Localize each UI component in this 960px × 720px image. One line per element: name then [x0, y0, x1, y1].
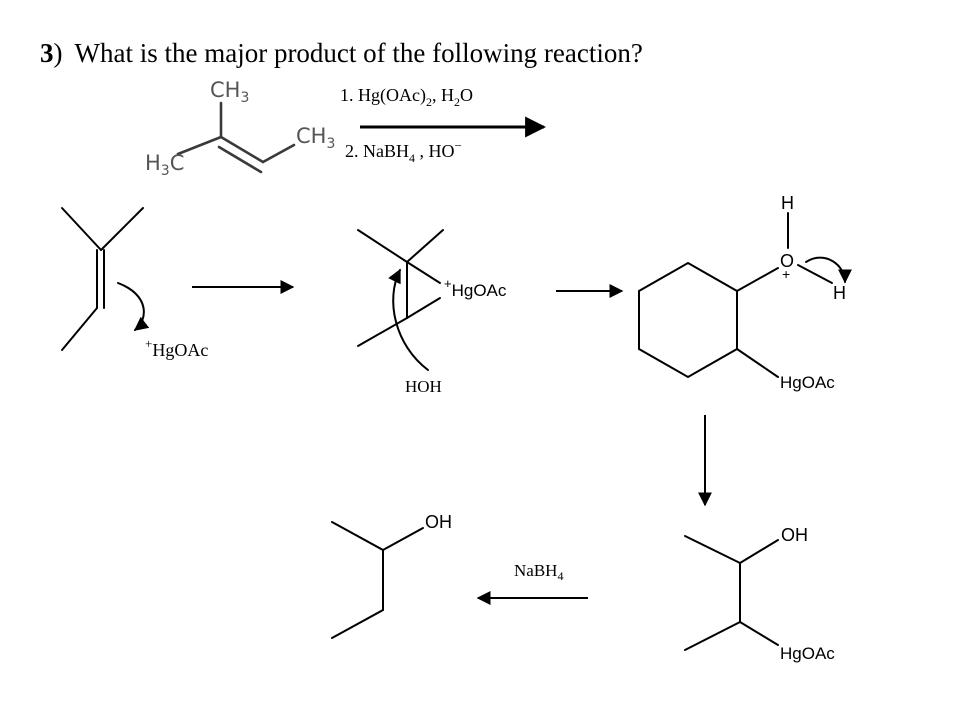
mercury-electrophile: +HgOAc — [145, 336, 208, 360]
organomercury-oh: OH — [781, 525, 808, 545]
oxonium-h-right: H — [833, 283, 846, 303]
ch3-top-label: CH3 — [210, 78, 249, 106]
water-nucleophile: HOH — [405, 377, 442, 396]
ch3-right-label: CH3 — [296, 124, 335, 152]
reactant-alkene: CH3 CH3 H3C — [145, 78, 335, 179]
mercurinium-ion: +HgOAc HOH — [357, 229, 507, 396]
reagent-step-2: 2. NaBH4 , HO− — [345, 138, 462, 165]
oxonium-plus: + — [782, 266, 790, 282]
question-title: 3)What is the major product of the follo… — [40, 38, 643, 68]
product-oh: OH — [425, 512, 452, 532]
h3c-left-label: H3C — [145, 151, 184, 179]
oxonium-o: O — [780, 251, 794, 271]
oxonium-hgoac: HgOAc — [780, 373, 835, 392]
oxonium-h-top: H — [781, 193, 794, 213]
mech-alkene: +HgOAc — [61, 207, 208, 360]
nabh4-label: NaBH4 — [514, 561, 563, 583]
oxonium-intermediate: H O + H HgOAc — [638, 193, 852, 392]
organomercury-hgoac: HgOAc — [780, 644, 835, 663]
reagent-step-1: 1. Hg(OAc)2, H2O — [340, 85, 473, 109]
question-text: What is the major product of the followi… — [75, 38, 643, 68]
question-number: 3 — [40, 38, 54, 68]
final-product-alcohol: OH — [331, 512, 452, 639]
organomercury-alcohol: OH HgOAc — [684, 525, 835, 663]
mercurinium-label: +HgOAc — [444, 276, 507, 300]
